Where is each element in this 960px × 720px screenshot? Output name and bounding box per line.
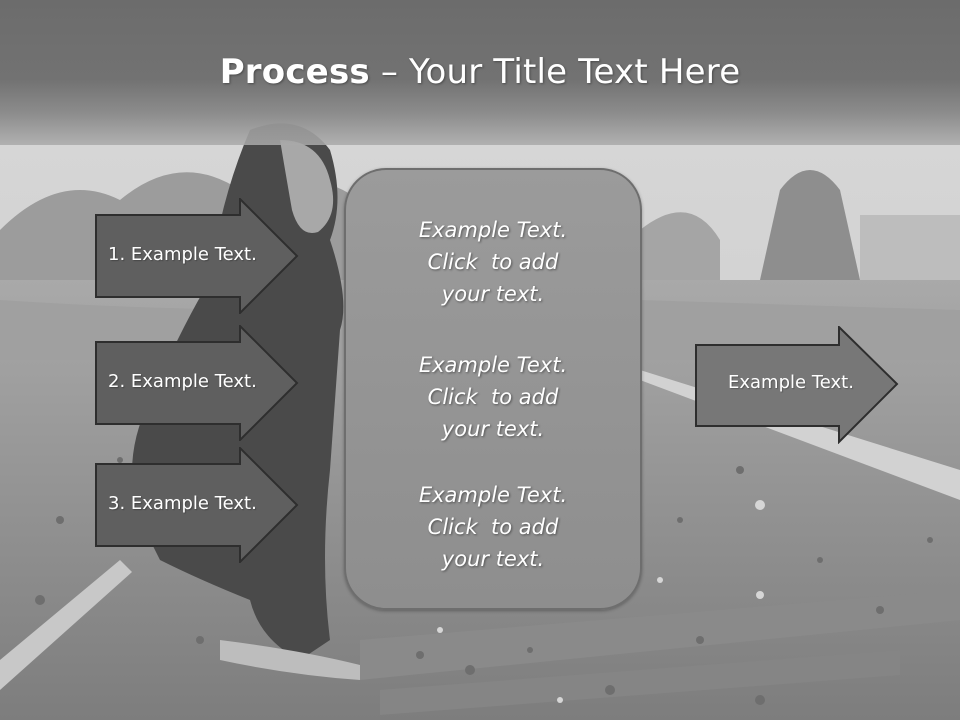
text-line: your text.: [441, 547, 545, 571]
text-line: your text.: [441, 282, 545, 306]
input-arrow-1-label: 1. Example Text.: [108, 244, 257, 265]
input-arrow-2-label: 2. Example Text.: [108, 371, 257, 392]
title-rest: – Your Title Text Here: [369, 52, 741, 92]
text-line: Example Text.: [418, 218, 568, 242]
arrow-shape: [95, 325, 299, 441]
process-panel[interactable]: Example Text. Click to add your text. Ex…: [344, 168, 642, 610]
process-text-block-2[interactable]: Example Text. Click to add your text.: [346, 349, 640, 445]
text-line: Example Text.: [418, 483, 568, 507]
title-band: [0, 0, 960, 145]
text-line: Click to add: [427, 385, 559, 409]
input-arrow-1[interactable]: 1. Example Text.: [95, 198, 300, 314]
page-title[interactable]: Process – Your Title Text Here: [0, 52, 960, 92]
output-arrow[interactable]: Example Text.: [695, 326, 900, 444]
input-arrow-2[interactable]: 2. Example Text.: [95, 325, 300, 441]
input-arrow-3[interactable]: 3. Example Text.: [95, 447, 300, 563]
title-bold: Process: [219, 52, 370, 92]
text-line: Click to add: [427, 250, 559, 274]
process-text-block-1[interactable]: Example Text. Click to add your text.: [346, 214, 640, 310]
text-line: Example Text.: [418, 353, 568, 377]
process-text-block-3[interactable]: Example Text. Click to add your text.: [346, 479, 640, 575]
text-line: your text.: [441, 417, 545, 441]
input-arrow-3-label: 3. Example Text.: [108, 493, 257, 514]
output-arrow-label: Example Text.: [728, 372, 854, 393]
arrow-shape: [695, 326, 899, 444]
arrow-shape: [95, 198, 299, 314]
text-line: Click to add: [427, 515, 559, 539]
arrow-shape: [95, 447, 299, 563]
